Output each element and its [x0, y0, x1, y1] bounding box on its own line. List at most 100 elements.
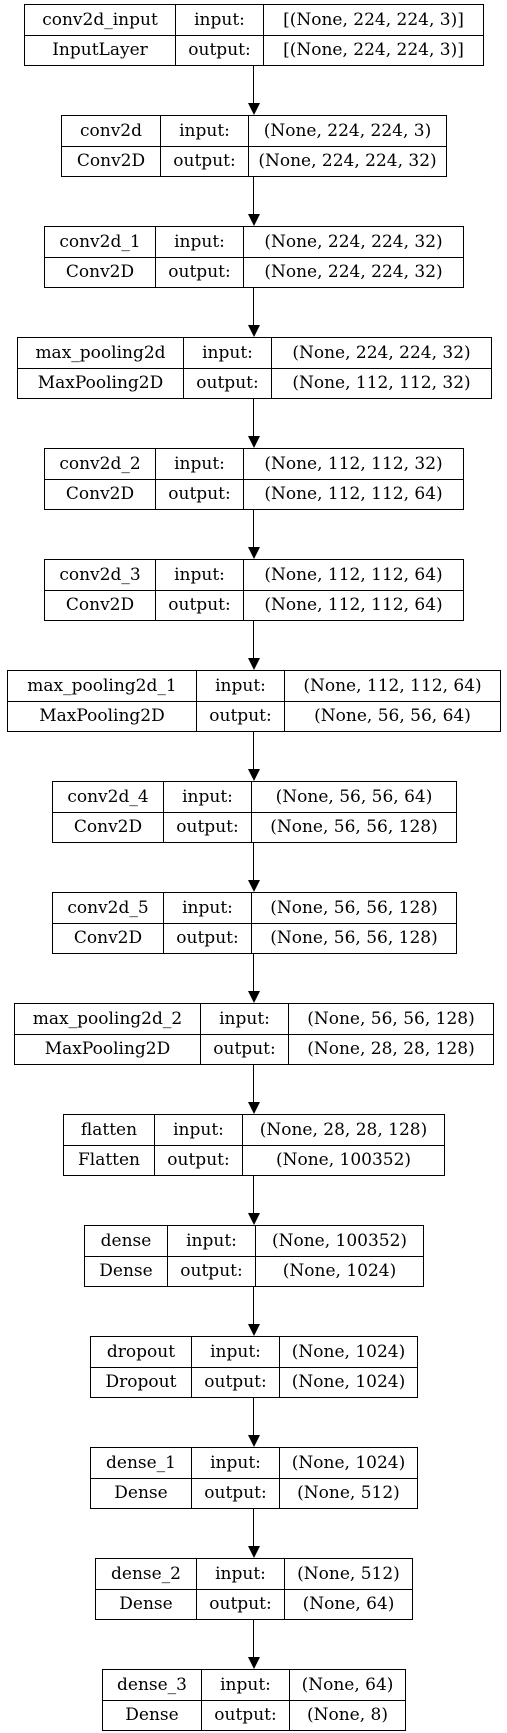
layer-type: InputLayer	[52, 40, 148, 60]
input-shape: (None, 112, 112, 64)	[243, 560, 463, 590]
connector-line	[253, 177, 255, 216]
output-label: output:	[200, 1035, 288, 1064]
layer-name: flatten	[80, 1119, 138, 1140]
input-shape: (None, 28, 28, 128)	[242, 1115, 444, 1145]
input-shape: (None, 56, 56, 128)	[251, 893, 456, 923]
connector-line	[253, 1509, 255, 1548]
arrow-down-icon	[248, 880, 260, 892]
output-label: output:	[191, 1479, 279, 1508]
arrow-down-icon	[248, 325, 260, 337]
connector-line	[253, 1176, 255, 1215]
layer-output-row: Conv2D output:(None, 224, 224, 32)	[45, 257, 463, 287]
arrow-down-icon	[248, 1324, 260, 1336]
layer-name: dropout	[106, 1341, 176, 1362]
input-label: input:	[191, 1448, 279, 1478]
input-shape: (None, 224, 224, 32)	[243, 227, 463, 257]
layer-type: Conv2D	[65, 262, 135, 282]
layer-name: conv2d_1	[59, 231, 141, 252]
output-shape: (None, 112, 112, 32)	[271, 369, 491, 398]
arrow-down-icon	[248, 1546, 260, 1558]
output-shape: (None, 56, 56, 64)	[284, 702, 500, 731]
layer-node-max-pooling2d-2: max_pooling2d_2 input:(None, 56, 56, 128)…	[14, 1003, 494, 1065]
connector-line	[253, 954, 255, 993]
input-shape: (None, 1024)	[279, 1337, 417, 1367]
layer-type: Dense	[114, 1483, 168, 1503]
connector-line	[253, 1620, 255, 1659]
input-shape: (None, 56, 56, 128)	[288, 1004, 493, 1034]
layer-name: max_pooling2d_2	[32, 1008, 183, 1029]
layer-input-row: conv2d_1 input:(None, 224, 224, 32)	[45, 227, 463, 257]
connector-line	[253, 288, 255, 327]
layer-type: Conv2D	[73, 817, 143, 837]
output-shape: (None, 28, 28, 128)	[288, 1035, 493, 1064]
layer-name: conv2d_2	[59, 453, 141, 474]
output-label: output:	[155, 258, 243, 287]
layer-output-row: MaxPooling2D output:(None, 28, 28, 128)	[15, 1034, 493, 1064]
layer-input-row: flatten input:(None, 28, 28, 128)	[64, 1115, 444, 1145]
arrow-down-icon	[248, 991, 260, 1003]
layer-name: dense_3	[117, 1674, 187, 1695]
input-label: input:	[163, 782, 251, 812]
output-label: output:	[155, 591, 243, 620]
connector-line	[253, 843, 255, 882]
connector-line	[253, 732, 255, 771]
arrow-down-icon	[248, 1102, 260, 1114]
input-label: input:	[201, 1670, 289, 1700]
layer-type: MaxPooling2D	[44, 1039, 171, 1059]
input-shape: (None, 512)	[284, 1559, 412, 1589]
layer-type: MaxPooling2D	[37, 373, 164, 393]
input-shape: (None, 64)	[289, 1670, 405, 1700]
layer-type: Conv2D	[65, 595, 135, 615]
output-label: output:	[196, 1590, 284, 1619]
arrow-down-icon	[248, 1657, 260, 1669]
layer-input-row: max_pooling2d_2 input:(None, 56, 56, 128)	[15, 1004, 493, 1034]
output-label: output:	[155, 480, 243, 509]
output-shape: (None, 8)	[289, 1701, 405, 1730]
input-shape: (None, 56, 56, 64)	[251, 782, 456, 812]
arrow-down-icon	[248, 1435, 260, 1447]
input-label: input:	[154, 1115, 242, 1145]
input-label: input:	[160, 116, 248, 146]
input-shape: (None, 1024)	[279, 1448, 417, 1478]
output-shape: (None, 224, 224, 32)	[243, 258, 463, 287]
layer-name: dense_1	[106, 1452, 176, 1473]
layer-type: Conv2D	[65, 484, 135, 504]
connector-line	[253, 399, 255, 438]
connector-line	[253, 1398, 255, 1437]
layer-type: MaxPooling2D	[39, 706, 165, 726]
connector-line	[253, 1287, 255, 1326]
arrow-down-icon	[248, 547, 260, 559]
input-label: input:	[163, 893, 251, 923]
input-label: input:	[155, 227, 243, 257]
layer-name: max_pooling2d	[35, 342, 166, 363]
input-label: input:	[200, 1004, 288, 1034]
input-label: input:	[196, 671, 284, 701]
output-label: output:	[201, 1701, 289, 1730]
output-shape: (None, 1024)	[255, 1257, 423, 1286]
layer-type: Flatten	[77, 1150, 141, 1170]
